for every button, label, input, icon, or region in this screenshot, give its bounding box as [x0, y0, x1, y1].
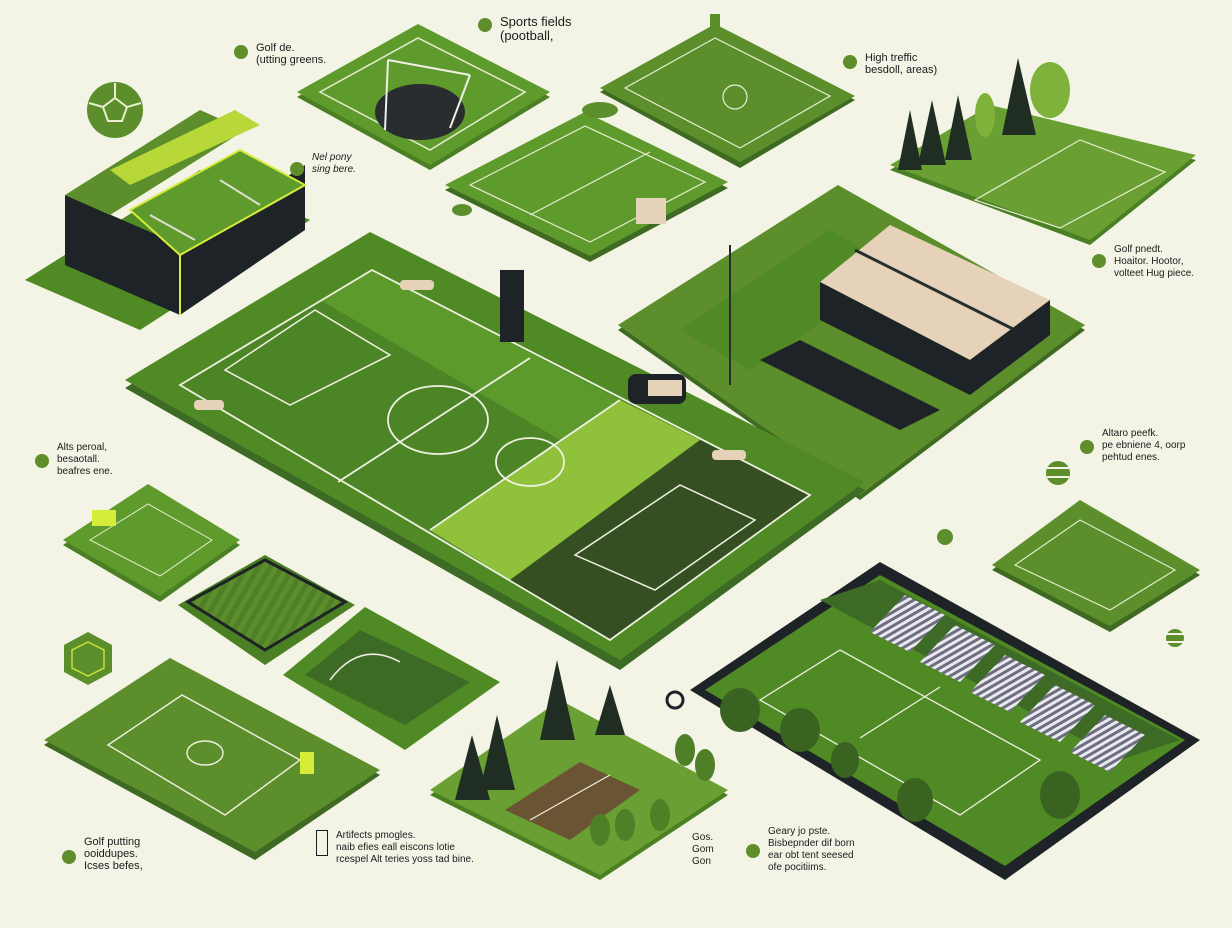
- soccer-ball-icon: [87, 82, 143, 138]
- callout-golf-top: Golf de. (utting greens.: [234, 42, 326, 66]
- field-forest-pitch: [890, 58, 1196, 245]
- bullet-dot-icon: [290, 162, 304, 176]
- bullet-dot-icon: [1080, 440, 1094, 454]
- bullet-dot-icon: [234, 45, 248, 59]
- field-football-small: [600, 14, 855, 168]
- striped-ball-icon: [1046, 461, 1070, 485]
- callout-high-traffic: High treffic besdoll, areas): [843, 52, 937, 76]
- callout-nel-pony: Nel pony sing bere.: [290, 152, 356, 176]
- field-stadium-complex: [618, 185, 1085, 500]
- field-main-football: [125, 232, 865, 670]
- field-tennis-small: [63, 484, 240, 602]
- callout-geary: Geary jo pste. Bisbepnder dif born ear o…: [746, 826, 855, 874]
- callout-altaro: Altaro peefk. pe ebniene 4, oorp pehtud …: [1080, 428, 1185, 464]
- field-fenced-turf: [178, 555, 355, 665]
- bullet-dot-icon: [1092, 254, 1106, 268]
- field-golf-green-top: [297, 24, 550, 170]
- hexagon-badge-icon: [64, 632, 112, 685]
- bullet-dot-icon: [843, 55, 857, 69]
- field-stadium-bottom-right: [690, 562, 1200, 880]
- callout-golf-putting: Golf putting ooiddupes. Icses befes,: [62, 836, 143, 872]
- tire-ring-icon: [665, 529, 953, 710]
- callout-artifects: Artifects pmogles. naib efies eall eisco…: [316, 830, 474, 866]
- callout-gos: Gos. Gom Gon: [692, 832, 714, 867]
- callout-alts-left: Alts peroal, besaotall. beafres ene.: [35, 442, 113, 478]
- field-forest-court: [430, 660, 728, 880]
- field-football-center: [445, 102, 728, 262]
- bullet-dot-icon: [478, 18, 492, 32]
- lamp-post-icon: [316, 830, 328, 856]
- callout-sports-fields: Sports fields (pootball,: [478, 15, 572, 43]
- field-bottom-left: [44, 658, 380, 860]
- striped-ball-icon: [1166, 629, 1184, 647]
- bullet-dot-icon: [746, 844, 760, 858]
- grandstand-building: [25, 110, 310, 330]
- callout-golf-right: Golf pnedt. Hoaitor. Hootor, volteet Hug…: [1092, 244, 1194, 280]
- bullet-dot-icon: [62, 850, 76, 864]
- field-right-small: [992, 500, 1200, 632]
- bullet-dot-icon: [35, 454, 49, 468]
- field-baseball: [283, 607, 500, 750]
